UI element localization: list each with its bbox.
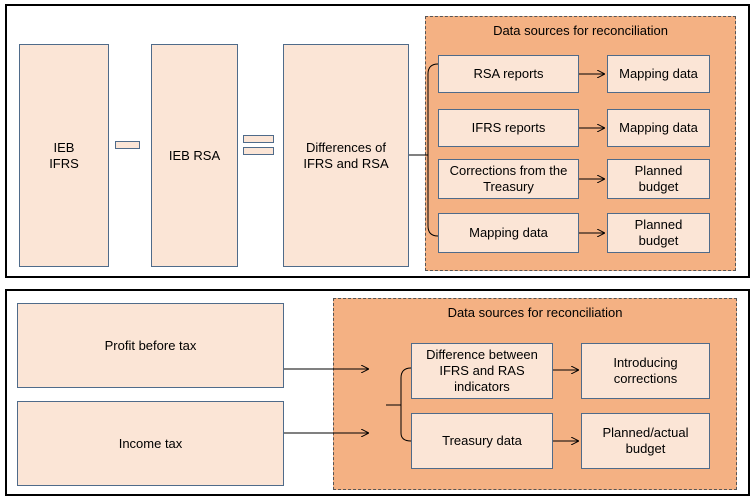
equals-sign-bottom-bar [243, 147, 274, 155]
introducing-corrections-box: Introducing corrections [581, 343, 710, 399]
minus-sign [115, 141, 140, 149]
mapping-data-box-1: Mapping data [607, 55, 710, 93]
ifrs-reports-box: IFRS reports [438, 109, 579, 147]
ieb-rsa-box: IEB RSA [151, 44, 238, 267]
planned-budget-box-1: Planned budget [607, 159, 710, 199]
top-region-title: Data sources for reconciliation [493, 23, 668, 38]
income-tax-box: Income tax [17, 401, 284, 486]
top-bracket [427, 63, 439, 237]
differences-box: Differences of IFRS and RSA [283, 44, 409, 267]
planned-budget-box-2: Planned budget [607, 213, 710, 253]
profit-before-tax-box: Profit before tax [17, 303, 284, 388]
planned-actual-budget-box: Planned/actual budget [581, 413, 710, 469]
mapping-data-source-box: Mapping data [438, 213, 579, 253]
bottom-region-title: Data sources for reconciliation [447, 305, 623, 320]
difference-ifrs-ras-box: Difference between IFRS and RAS indicato… [411, 343, 553, 399]
equals-sign-top-bar [243, 135, 274, 143]
rsa-reports-box: RSA reports [438, 55, 579, 93]
mapping-data-box-2: Mapping data [607, 109, 710, 147]
bottom-bracket [400, 367, 412, 442]
treasury-data-box: Treasury data [411, 413, 553, 469]
corrections-treasury-box: Corrections from the Treasury [438, 159, 579, 199]
ieb-ifrs-box: IEB IFRS [19, 44, 109, 267]
